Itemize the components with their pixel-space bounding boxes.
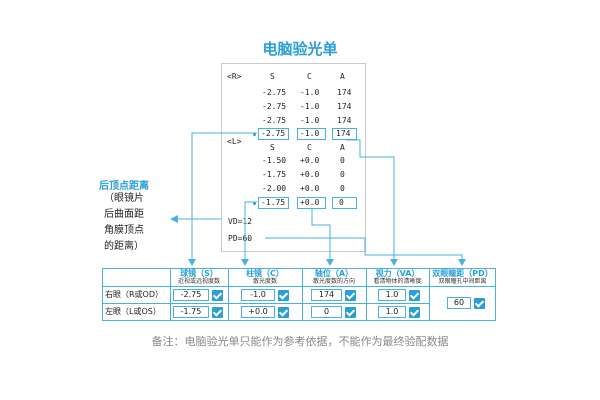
vertex-distance-desc: （眼镜片 后曲面距 角膜顶点 的距离）	[104, 191, 144, 255]
right-row2-a: 174	[337, 102, 352, 111]
col-pd-header: 双眼瞳距（PD） 双眼瞳孔中间距离	[429, 269, 496, 286]
right-header-s: S	[270, 72, 275, 81]
right-row3-c: -1.0	[300, 116, 320, 125]
arrow-vd	[170, 215, 178, 223]
left-sphere-value: -1.75	[173, 306, 209, 318]
right-row1-s: -2.75	[262, 88, 287, 97]
check-icon	[345, 290, 356, 301]
left-header-s: S	[270, 143, 275, 152]
vertex-desc-line: （眼镜片	[104, 193, 144, 204]
right-va-value: 1.0	[378, 289, 406, 301]
left-row2-c: +0.0	[300, 170, 320, 179]
right-row1-c: -1.0	[300, 88, 320, 97]
footnote: 备注：电脑验光单只能作为参考依据，不能作为最终验配数据	[151, 335, 449, 348]
check-icon	[345, 307, 356, 318]
arrow-pd	[458, 259, 466, 266]
arrow-va	[390, 259, 398, 266]
right-axis-value: 174	[311, 289, 342, 301]
col-title: 双眼瞳距（PD）	[432, 269, 493, 278]
connector-sphere	[191, 132, 257, 262]
right-row2-c: -1.0	[300, 102, 320, 111]
left-header-c: C	[307, 143, 312, 152]
col-subtitle: 双眼瞳孔中间距离	[438, 278, 487, 285]
table-grid	[102, 268, 496, 321]
check-icon	[278, 290, 289, 301]
check-icon	[278, 307, 289, 318]
check-icon	[409, 307, 420, 318]
vertex-distance-title: 后顶点距离	[99, 181, 149, 192]
check-icon	[212, 290, 223, 301]
left-avg-a: 0	[332, 197, 357, 209]
row-label-left-eye: 左眼（L或OS）	[105, 307, 161, 316]
right-row3-a: 174	[337, 116, 352, 125]
col-title: 柱镜（C）	[246, 269, 284, 278]
check-icon	[409, 290, 420, 301]
col-cylinder-header: 柱镜（C） 散光度数	[228, 269, 302, 286]
left-va-value: 1.0	[378, 306, 406, 318]
left-row1-a: 0	[340, 156, 345, 165]
marker-dot	[253, 133, 256, 136]
right-row3-s: -2.75	[262, 116, 287, 125]
connector-va	[346, 139, 395, 262]
right-cylinder-value: -1.0	[241, 289, 275, 301]
row-label-right-eye: 右眼（R或OD）	[105, 290, 164, 299]
pd-table-value: 60	[447, 297, 471, 309]
left-row1-s: -1.50	[262, 156, 287, 165]
right-header-a: A	[340, 72, 345, 81]
right-row1-a: 174	[337, 88, 352, 97]
vertex-desc-line: 后曲面距	[104, 209, 144, 220]
col-title: 视力（VA）	[375, 269, 420, 278]
left-eye-label: <L>	[227, 137, 242, 146]
col-va-header: 视力（VA） 看清物体的清晰度	[366, 269, 429, 286]
col-subtitle: 散光度数	[252, 278, 277, 285]
right-header-c: C	[307, 72, 312, 81]
col-title: 轴位（A）	[314, 269, 354, 278]
col-subtitle: 散光度数的方向	[312, 278, 355, 285]
arrow-axis	[326, 259, 334, 266]
left-row3-a: 0	[340, 184, 345, 193]
arrow-cylinder	[241, 259, 249, 266]
col-sphere-header: 球镜（S） 近视或远视度数	[170, 269, 228, 286]
right-sphere-value: -2.75	[173, 289, 209, 301]
left-cylinder-value: +0.0	[241, 306, 275, 318]
arrow-sphere	[188, 259, 196, 266]
left-avg-s: -1.75	[258, 197, 289, 209]
prescription-table: 球镜（S） 近视或远视度数 柱镜（C） 散光度数 轴位（A） 散光度数的方向 视…	[102, 268, 496, 321]
col-title: 球镜（S）	[180, 269, 218, 278]
page-title: 电脑验光单	[262, 40, 338, 58]
connector-axis	[311, 208, 331, 262]
left-row1-c: +0.0	[300, 156, 320, 165]
vertex-desc-line: 的距离）	[104, 241, 144, 252]
left-row2-s: -1.75	[262, 170, 287, 179]
left-row3-c: +0.0	[300, 184, 320, 193]
col-subtitle: 看清物体的清晰度	[373, 278, 422, 285]
check-icon	[474, 298, 485, 309]
pd-value: PD=60	[228, 234, 253, 243]
right-row2-s: -2.75	[262, 102, 287, 111]
left-header-a: A	[340, 143, 345, 152]
marker-dot	[253, 202, 256, 205]
right-avg-a: 174	[332, 128, 357, 140]
check-icon	[212, 307, 223, 318]
right-avg-c: -1.0	[297, 128, 326, 140]
col-axis-header: 轴位（A） 散光度数的方向	[302, 269, 366, 286]
right-avg-s: -2.75	[258, 128, 289, 140]
col-subtitle: 近视或远视度数	[177, 278, 220, 285]
left-axis-value: 0	[311, 306, 342, 318]
right-eye-label: <R>	[227, 72, 242, 81]
left-row2-a: 0	[340, 170, 345, 179]
vertex-desc-line: 角膜顶点	[104, 225, 144, 236]
left-row3-s: -2.00	[262, 184, 287, 193]
vd-value: VD=12	[228, 217, 253, 226]
connector-pd	[265, 237, 463, 262]
connector-cylinder	[244, 201, 257, 262]
